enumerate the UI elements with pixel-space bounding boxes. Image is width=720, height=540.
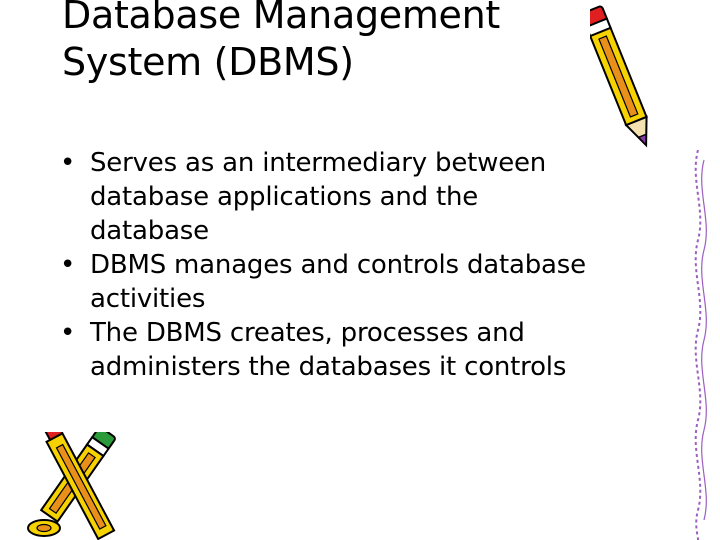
- bullet-item: • The DBMS creates, processes and admini…: [58, 316, 678, 384]
- bullet-line: database applications and the: [90, 182, 479, 212]
- bullet-dot: •: [60, 148, 76, 178]
- bullet-item: • DBMS manages and controls database act…: [58, 248, 678, 316]
- wavy-line: [701, 159, 707, 521]
- bullet-line: activities: [90, 284, 206, 314]
- pencil-lead: [637, 133, 647, 147]
- pencil-icon: [590, 5, 648, 148]
- pencil-icon: [27, 432, 116, 540]
- bullet-dot: •: [60, 250, 76, 280]
- pencil-stripe: [598, 35, 639, 118]
- bullet-line: database: [90, 216, 209, 246]
- wavy-line: [694, 150, 702, 540]
- border-decoration: [694, 150, 707, 540]
- bullet-line: The DBMS creates, processes and: [90, 318, 525, 348]
- bullet-line: administers the databases it controls: [90, 352, 567, 382]
- bullet-item: • Serves as an intermediary between data…: [58, 146, 678, 248]
- pencil-stripe: [55, 443, 107, 530]
- bullet-line: Serves as an intermediary between: [90, 148, 547, 178]
- pencil-end-core: [36, 523, 52, 533]
- bullet-list: • Serves as an intermediary between data…: [58, 146, 678, 384]
- bullet-dot: •: [60, 318, 76, 348]
- bullet-line: DBMS manages and controls database: [90, 250, 586, 280]
- title-line-1: Database Management: [62, 0, 501, 37]
- title-line-2: System (DBMS): [62, 40, 354, 84]
- slide-title: Database Management System (DBMS): [62, 0, 582, 86]
